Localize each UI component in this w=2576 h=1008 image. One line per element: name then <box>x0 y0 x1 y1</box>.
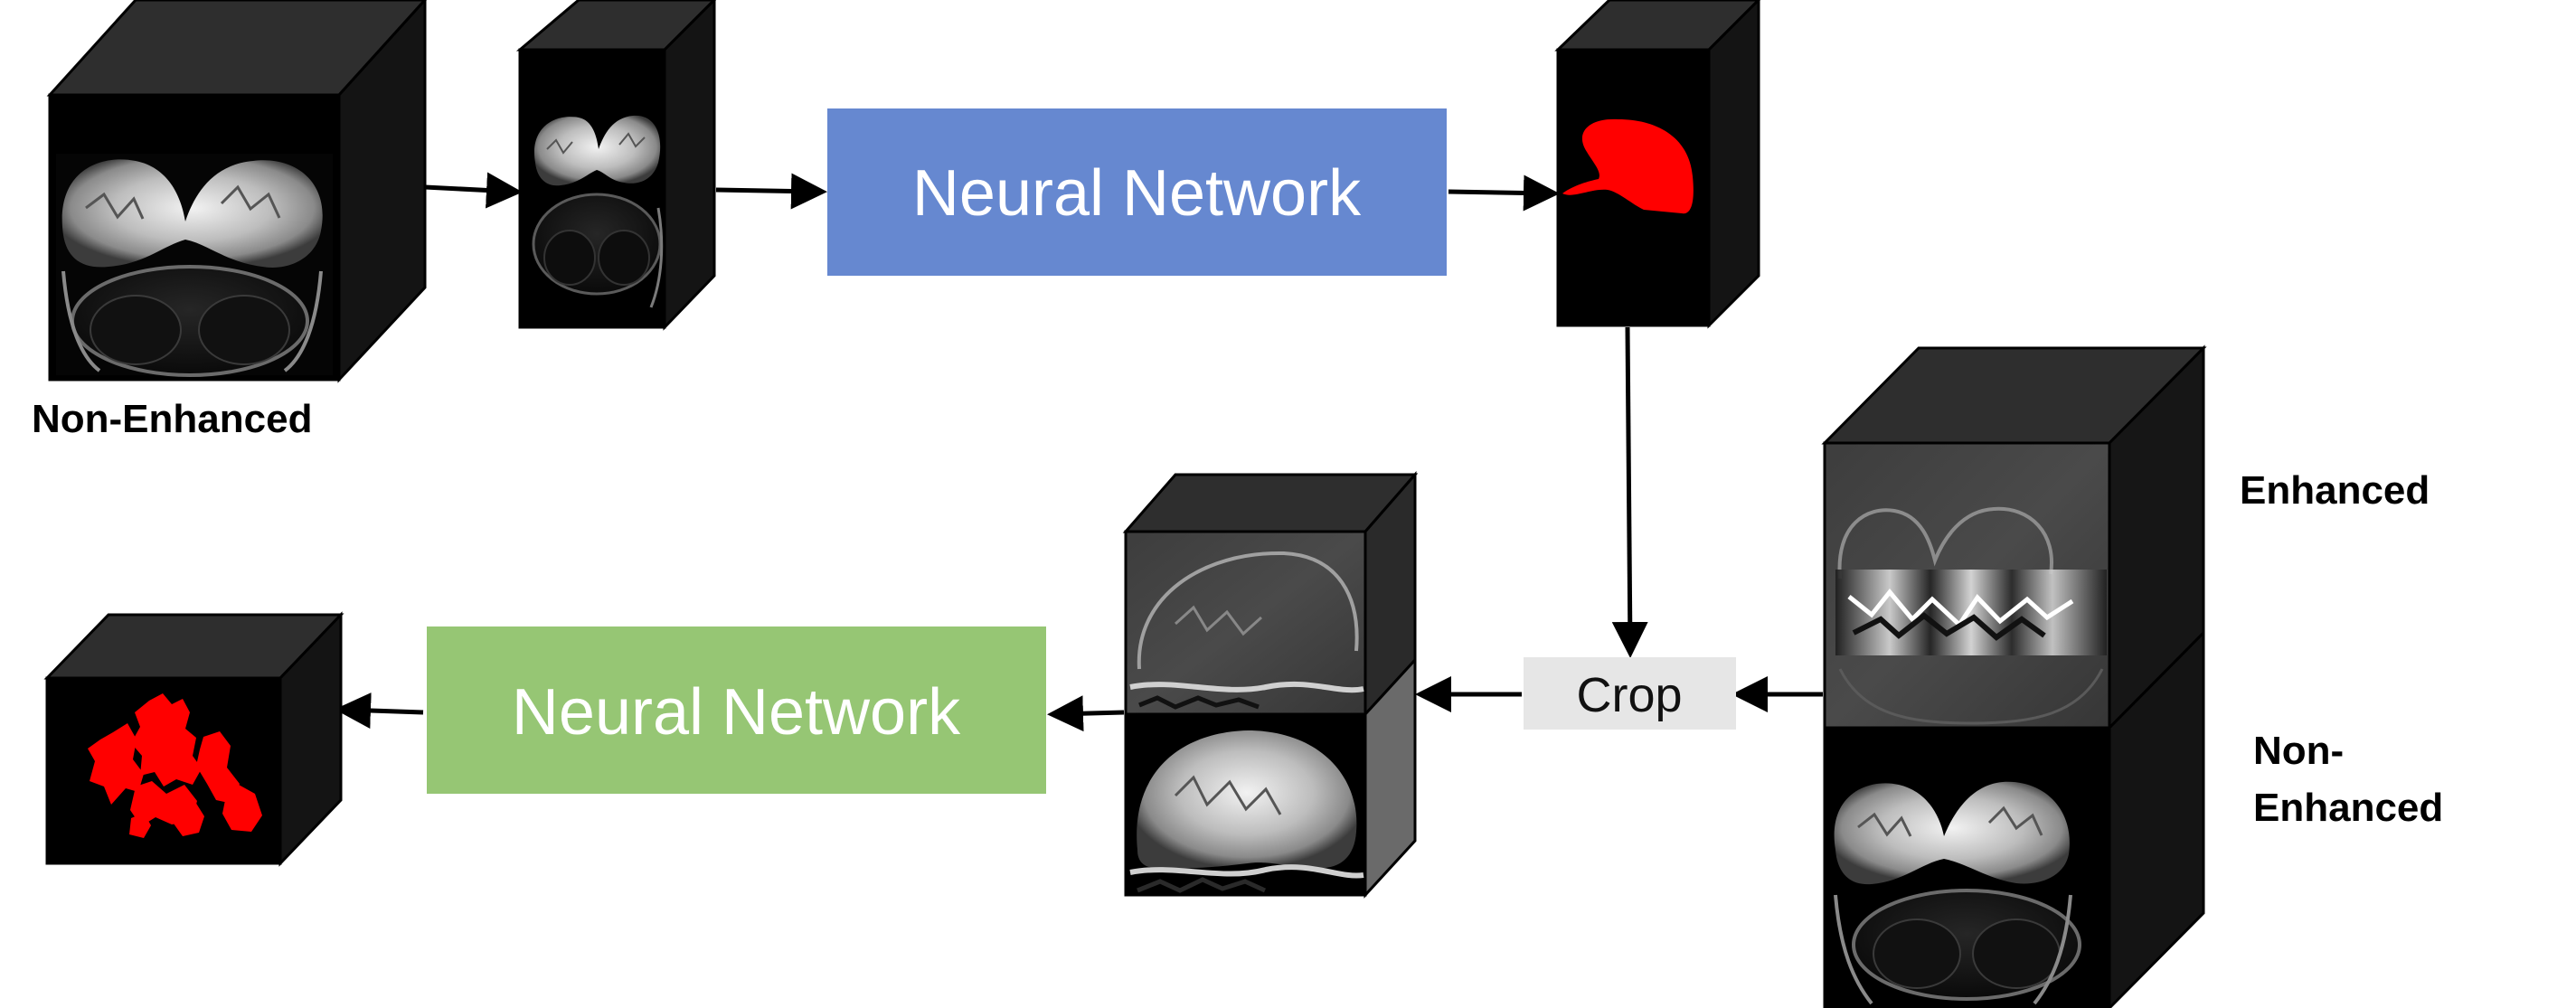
segmentation-mask-icon <box>88 693 262 838</box>
neural-network-top-label: Neural Network <box>912 157 1362 230</box>
arrow-right-icon <box>1448 174 1560 212</box>
cropped-volume-enhanced <box>1122 471 1419 718</box>
arrow-down-icon <box>1611 326 1648 658</box>
mri-slice-image-enhanced <box>1835 506 2107 725</box>
crop-box: Crop <box>1524 657 1736 730</box>
input-volume-non-enhanced-stack <box>1823 629 2205 1008</box>
cube-side-face <box>663 0 716 331</box>
crop-label: Crop <box>1576 668 1682 722</box>
arrow-left-icon <box>335 692 424 730</box>
mri-slice-image-enhanced <box>1129 551 1364 710</box>
neural-network-box-top: Neural Network <box>827 108 1447 276</box>
mri-slice-image <box>1834 781 2081 1005</box>
input-volume-enhanced <box>1821 344 2207 731</box>
arrow-right-icon <box>424 172 523 209</box>
mri-slice-image <box>532 115 664 308</box>
label-non-enhanced-line2: Enhanced <box>2253 786 2443 830</box>
segmentation-mask-icon <box>1562 118 1694 214</box>
neural-network-box-bottom: Neural Network <box>427 626 1046 794</box>
mri-slice-image <box>1129 730 1364 893</box>
label-enhanced: Enhanced <box>2240 468 2430 513</box>
resampled-volume <box>515 0 717 331</box>
cropped-volume-non-enhanced <box>1124 656 1417 899</box>
input-volume-non-enhanced <box>46 0 428 383</box>
label-non-enhanced-input: Non-Enhanced <box>32 397 312 441</box>
fgt-segmentation-volume <box>43 611 344 867</box>
breast-mask-volume <box>1554 0 1761 329</box>
mri-slice-image <box>56 154 333 377</box>
neural-network-bottom-label: Neural Network <box>512 676 961 749</box>
arrow-left-icon <box>1047 695 1125 732</box>
arrow-right-icon <box>715 173 827 210</box>
label-non-enhanced-line1: Non- <box>2253 729 2344 773</box>
cube-side-face <box>1707 0 1760 329</box>
